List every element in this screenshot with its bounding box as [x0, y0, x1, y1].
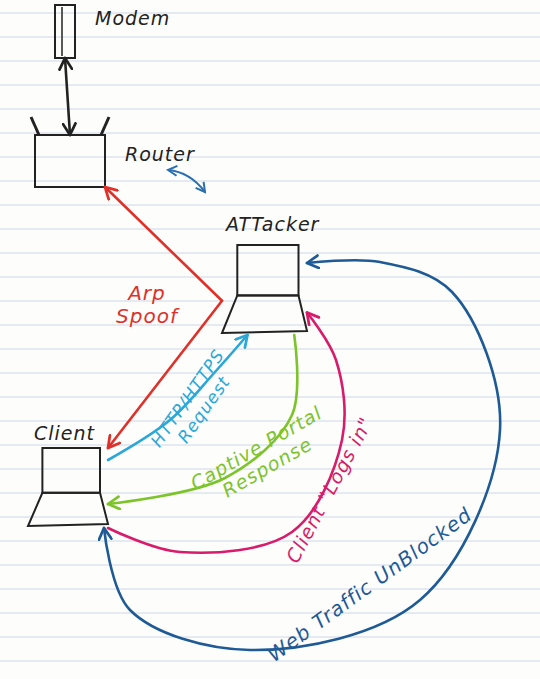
laptop-base [28, 493, 108, 526]
node-outline [28, 448, 108, 528]
laptop-screen [237, 245, 298, 295]
laptop-base [222, 295, 307, 333]
node-name: Client [34, 422, 95, 444]
router-antenna [101, 117, 109, 135]
router-antenna [31, 117, 39, 135]
modem-box: Modem [55, 5, 75, 58]
node-name: Router [125, 143, 195, 165]
wireless-link-arrow [168, 170, 205, 192]
router-box: Router [35, 135, 105, 187]
client-laptop: Client [28, 448, 108, 528]
node-name: Modem [95, 7, 170, 29]
arp-spoof-label: Arp Spoof [116, 282, 178, 328]
cable-link [65, 58, 70, 135]
node-outline [35, 135, 105, 187]
modem-outline [55, 5, 75, 58]
node-outline [222, 245, 307, 335]
node-name: ATTacker [226, 213, 319, 235]
modem-detail [61, 7, 63, 56]
router-outline [35, 135, 105, 187]
laptop-screen [42, 448, 100, 493]
edge-label: Web Traffic UnBlocked [234, 482, 506, 679]
edge-label: HTTP/HTTPS Request [147, 346, 245, 463]
attacker-laptop: ATTacker [222, 245, 307, 335]
unblocked-arrow [104, 260, 500, 650]
node-outline [55, 5, 75, 58]
